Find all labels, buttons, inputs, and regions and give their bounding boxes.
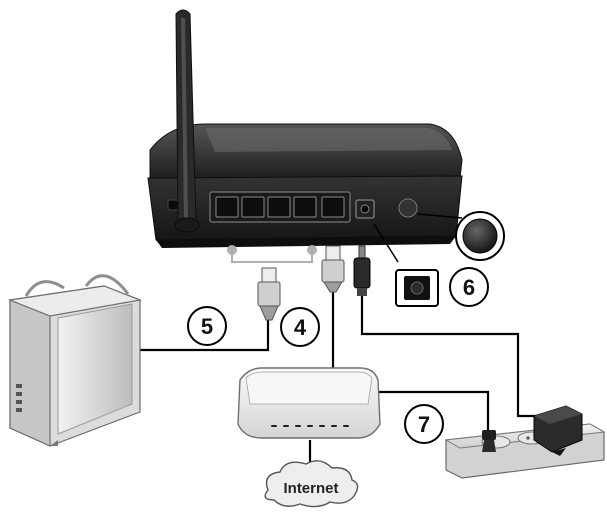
step-label-4: 4 [294, 315, 307, 340]
dc-plug-icon [353, 245, 371, 296]
step-label-6: 6 [463, 275, 475, 300]
lan-wan-ports [209, 191, 351, 223]
reset-button-callout [417, 211, 505, 261]
antenna-icon [174, 9, 200, 233]
power-cable-wire [360, 296, 540, 418]
step-badge-7: 7 [404, 404, 444, 444]
step-badge-5: 5 [187, 306, 227, 346]
modem-power-wire [378, 390, 490, 432]
internet-label: Internet [283, 480, 338, 497]
reset-button-icon [462, 218, 498, 254]
computer-tower-icon [7, 274, 143, 447]
wireless-router-icon [147, 123, 463, 248]
modem-icon [237, 367, 381, 439]
ethernet-plug-icon [257, 245, 345, 321]
step-label-7: 7 [418, 412, 430, 437]
internet-cloud-icon: Internet [264, 460, 359, 508]
modem-power-plug-icon [482, 430, 496, 452]
lan-port-bracket [227, 245, 317, 263]
step-badge-6: 6 [449, 267, 489, 307]
power-adapter-icon [533, 405, 583, 456]
dc-jack-callout [373, 223, 439, 307]
lan-cable-wire [140, 318, 270, 352]
step-badge-4: 4 [280, 307, 320, 347]
step-label-5: 5 [201, 314, 213, 339]
connection-wires [140, 288, 540, 470]
